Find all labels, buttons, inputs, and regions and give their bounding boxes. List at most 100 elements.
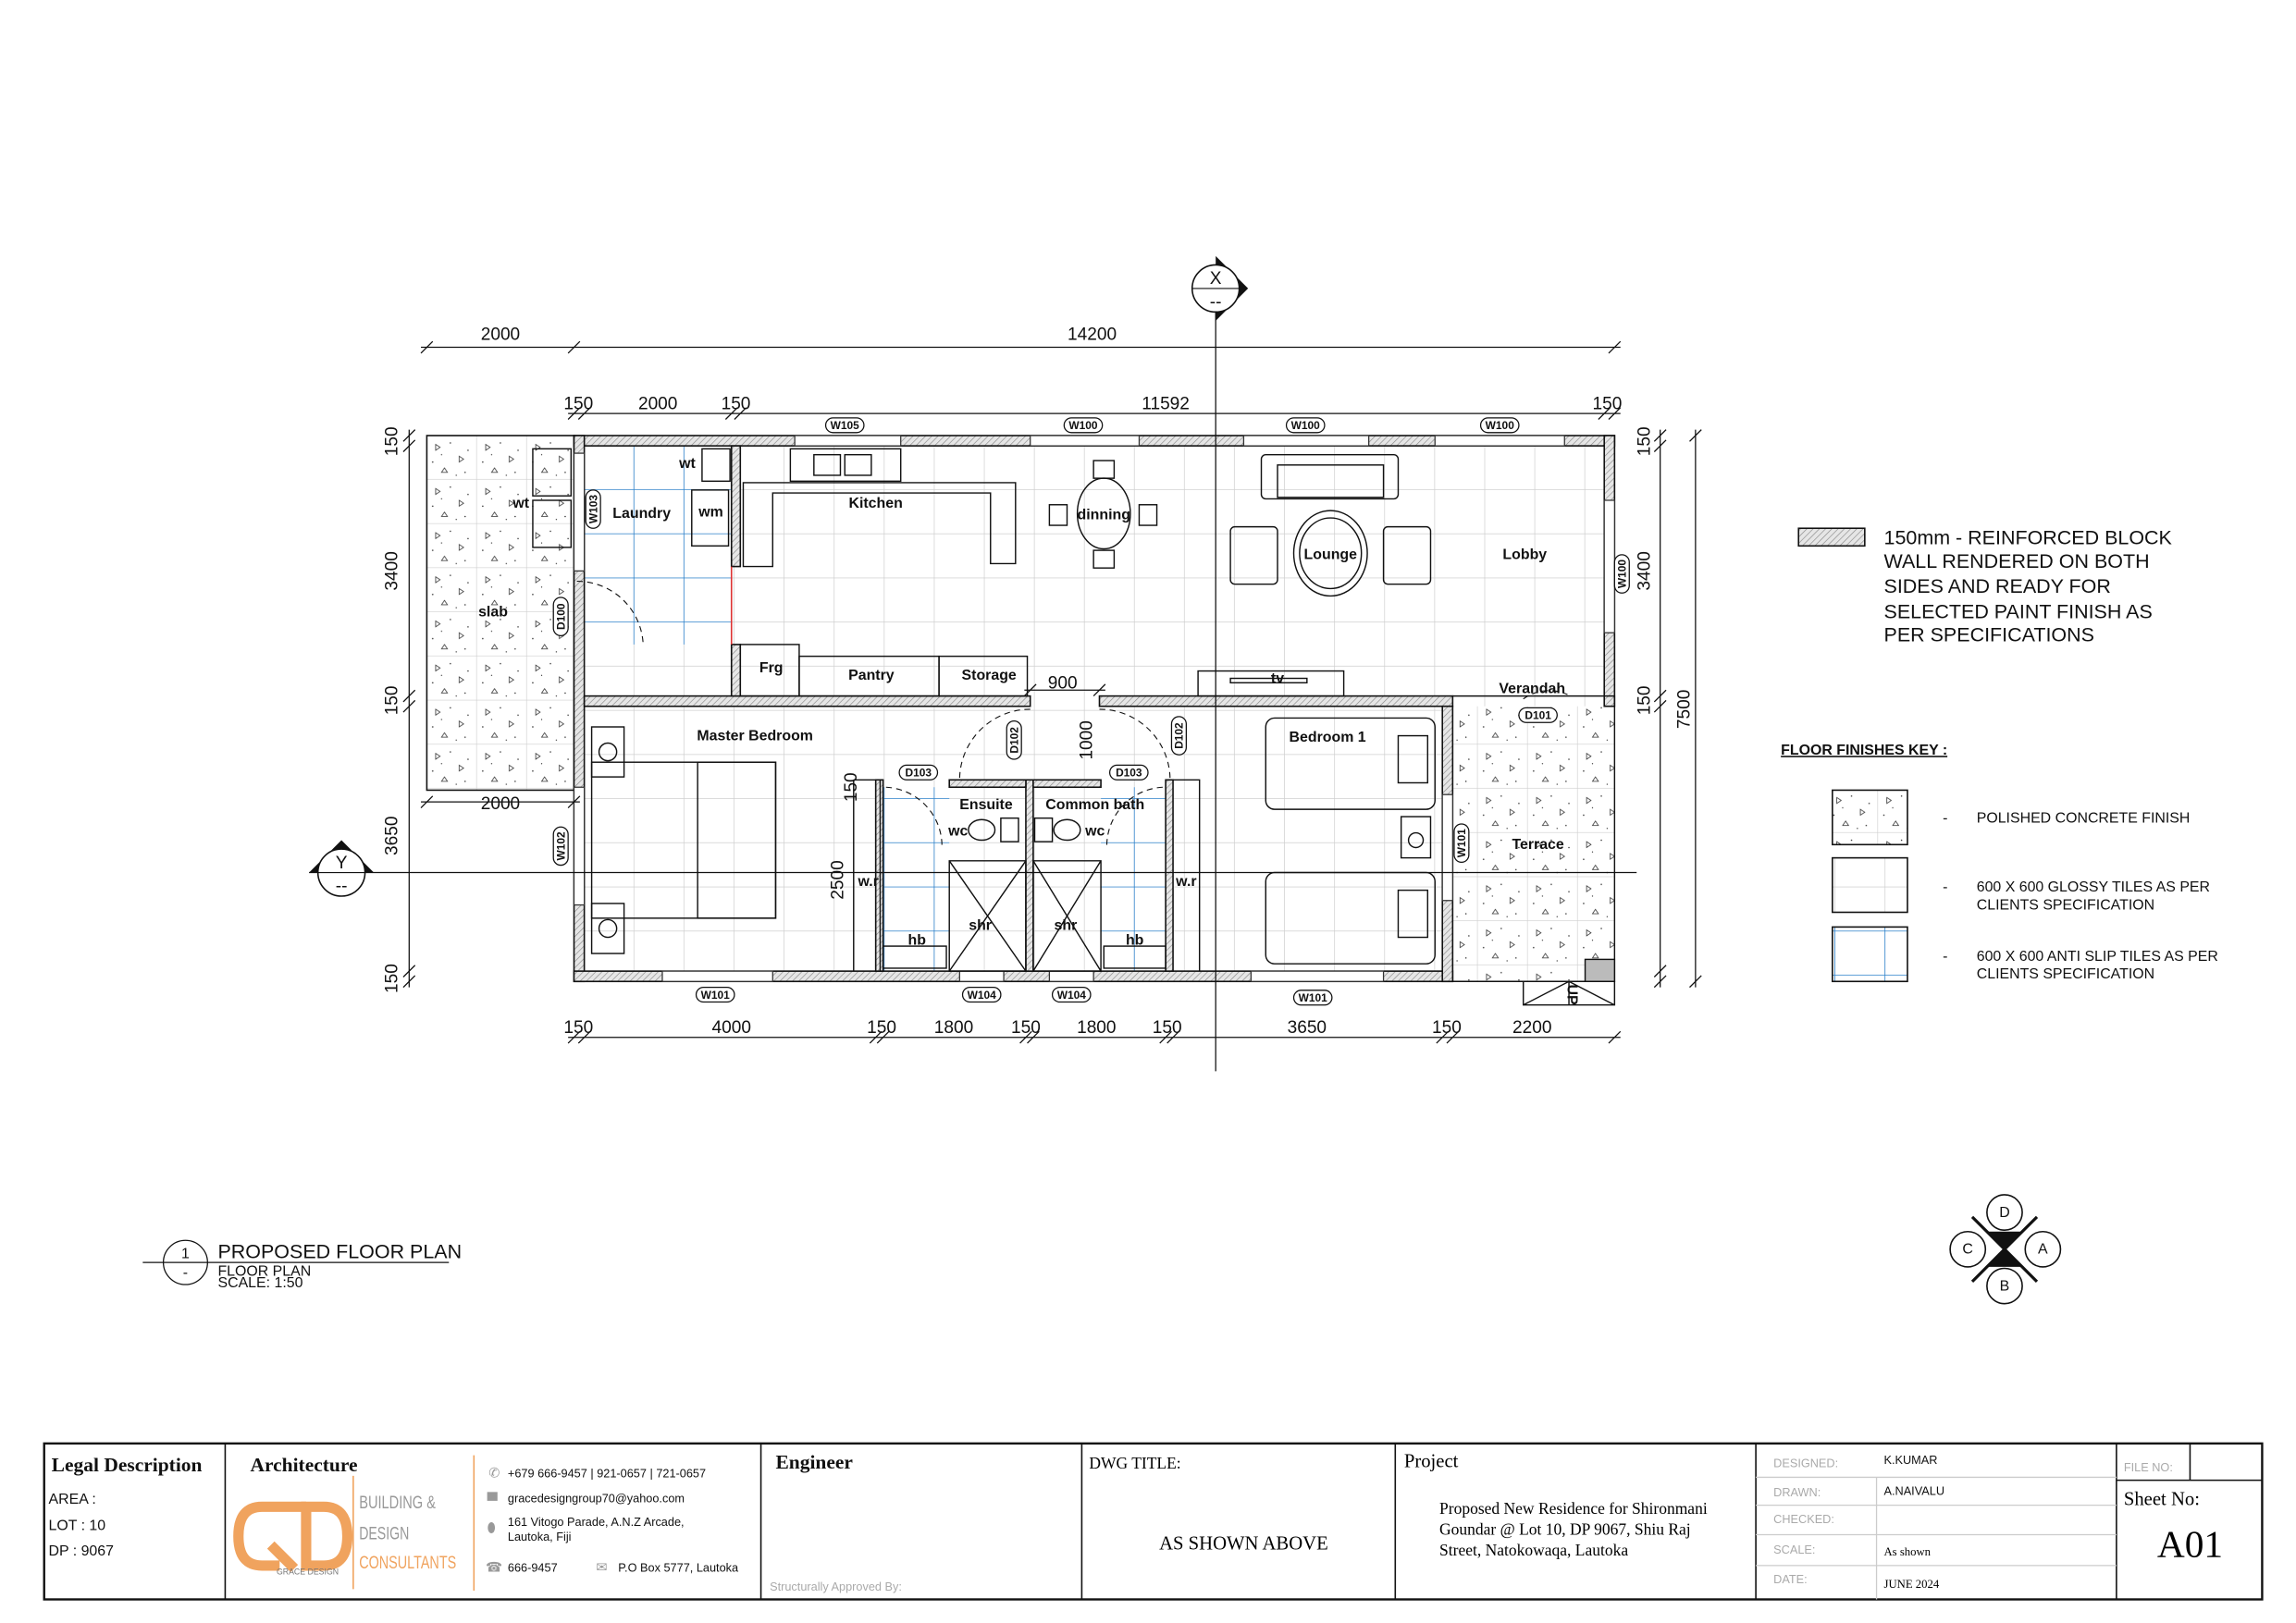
location-icon: ⬮ bbox=[488, 1520, 496, 1535]
logo-tagline: CONSULTANTS bbox=[359, 1554, 456, 1573]
section-marker-y[interactable]: Y -- bbox=[309, 840, 375, 897]
dim-right: 150 bbox=[1636, 426, 1655, 456]
dimension-tick bbox=[402, 429, 416, 442]
washtub bbox=[701, 448, 731, 483]
key-concrete: POLISHED CONCRETE FINISH bbox=[1977, 810, 2191, 826]
plan-number: 1 bbox=[181, 1246, 190, 1261]
dim-bottom: 150 bbox=[867, 1018, 896, 1038]
dim-bottom: 150 bbox=[1153, 1018, 1182, 1038]
dimension-labels: 2000 14200 150 2000 150 11592 150 150 34… bbox=[383, 326, 1695, 1038]
glossy-tile-swatch bbox=[1832, 856, 1908, 914]
shower bbox=[1032, 860, 1102, 972]
label-handbasin: hb bbox=[907, 932, 926, 948]
section-marker-x[interactable]: X -- bbox=[1191, 255, 1249, 321]
elevation-compass: D A B C bbox=[1949, 1194, 2062, 1305]
key-dash: - bbox=[1943, 879, 1947, 895]
wardrobe bbox=[853, 779, 882, 972]
door-swings bbox=[576, 580, 1568, 846]
dim-top-14200: 14200 bbox=[1068, 326, 1117, 345]
dimension-tick bbox=[1608, 340, 1622, 354]
dimension-tick bbox=[1689, 429, 1702, 442]
compass-b: B bbox=[2000, 1278, 2010, 1294]
tag-label: W104 bbox=[968, 989, 997, 1002]
section-y-label: Y bbox=[336, 854, 348, 873]
dwg-title: AS SHOWN ABOVE bbox=[1159, 1533, 1328, 1554]
slab-floor bbox=[426, 435, 575, 792]
architecture-heading: Architecture bbox=[250, 1454, 357, 1476]
tag-label: W100 bbox=[1486, 419, 1515, 432]
tag-label: W105 bbox=[831, 419, 860, 432]
label-wardrobe: w.r bbox=[858, 874, 879, 890]
dim-left: 150 bbox=[383, 426, 402, 456]
tag-label: W101 bbox=[701, 989, 731, 1002]
tv-unit bbox=[1197, 670, 1345, 697]
floor-finishes-key: FLOOR FINISHES KEY : - - - POLISHED CONC… bbox=[1781, 743, 2218, 982]
wall-hatch-swatch bbox=[1797, 527, 1866, 547]
tag-w103: W103 bbox=[585, 489, 601, 529]
tag-w101: W101 bbox=[1453, 823, 1470, 864]
storage-cupboard bbox=[938, 655, 1029, 697]
tag-d103: D103 bbox=[898, 764, 939, 781]
section-y-sheet: -- bbox=[336, 877, 348, 896]
room-labels: Laundry Kitchen dinning Lounge Lobby sla… bbox=[478, 456, 1579, 1005]
tag-label: D102 bbox=[1008, 727, 1021, 754]
dimension-tick bbox=[1653, 965, 1667, 977]
label-wc: wc bbox=[1084, 824, 1105, 840]
wall-legend-line: WALL RENDERED ON BOTH bbox=[1884, 550, 2150, 572]
legal-area: AREA : bbox=[49, 1492, 96, 1507]
steps bbox=[1522, 980, 1616, 1006]
plan-title: 1 - PROPOSED FLOOR PLAN FLOOR PLAN SCALE… bbox=[142, 1239, 462, 1291]
room-tv: tv bbox=[1271, 670, 1284, 686]
armchair bbox=[1229, 525, 1278, 585]
dimension-tick bbox=[1027, 1030, 1040, 1044]
dimension-tick bbox=[1023, 683, 1037, 697]
plan-title-text: PROPOSED FLOOR PLAN bbox=[217, 1240, 462, 1262]
tag-label: W101 bbox=[1299, 991, 1328, 1004]
dim-right-overall: 7500 bbox=[1674, 690, 1694, 729]
windows bbox=[573, 435, 1615, 982]
dim-bottom: 1800 bbox=[934, 1018, 973, 1038]
dimension-tick bbox=[1653, 439, 1667, 452]
mailbox-icon: ✉ bbox=[596, 1560, 607, 1575]
washing-machine bbox=[691, 489, 730, 547]
tag-label: D102 bbox=[1173, 722, 1186, 749]
tag-d103: D103 bbox=[1108, 764, 1149, 781]
contact-email: gracedesigngroup70@yahoo.com bbox=[508, 1491, 685, 1505]
handbasin bbox=[882, 945, 947, 969]
logo-tagline: DESIGN bbox=[359, 1524, 409, 1543]
key-antislip: 600 X 600 ANTI SLIP TILES AS PER bbox=[1977, 949, 2218, 965]
tag-w101: W101 bbox=[695, 986, 735, 1003]
room-common-bath: Common bath bbox=[1045, 797, 1144, 813]
dim-top-2000: 2000 bbox=[481, 326, 520, 345]
tag-w100: W100 bbox=[1479, 417, 1520, 434]
engineer-heading: Engineer bbox=[775, 1451, 853, 1473]
legal-heading: Legal Description bbox=[52, 1454, 203, 1476]
coffee-table bbox=[1292, 510, 1368, 597]
section-x-sheet: -- bbox=[1210, 293, 1222, 313]
dim-inner: 2000 bbox=[638, 394, 677, 413]
checked-label: CHECKED: bbox=[1773, 1512, 1834, 1526]
label-shower: shr bbox=[1055, 918, 1078, 934]
dimension-tick bbox=[724, 407, 738, 420]
compass-d: D bbox=[1999, 1205, 2010, 1221]
scale-label: SCALE: bbox=[1773, 1543, 1815, 1556]
furniture bbox=[532, 448, 1616, 1006]
label-up: UP bbox=[1563, 985, 1579, 1005]
label-wc: wc bbox=[947, 824, 968, 840]
dim-bottom: 150 bbox=[1011, 1018, 1041, 1038]
dimension-tick bbox=[420, 795, 434, 808]
dim-hall-depth: 1000 bbox=[1078, 720, 1097, 759]
key-glossy: 600 X 600 GLOSSY TILES AS PER bbox=[1977, 879, 2210, 895]
dimension-tick bbox=[734, 407, 747, 420]
tag-label: W102 bbox=[554, 831, 567, 861]
drawn-value: A.NAIVALU bbox=[1884, 1484, 1945, 1498]
room-pantry: Pantry bbox=[848, 668, 895, 683]
room-storage: Storage bbox=[962, 668, 1017, 683]
tag-w101: W101 bbox=[1292, 990, 1333, 1006]
drawn-label: DRAWN: bbox=[1773, 1485, 1821, 1499]
tag-w100: W100 bbox=[1285, 417, 1326, 434]
key-glossy: CLIENTS SPECIFICATION bbox=[1977, 897, 2154, 913]
phone-icon: ✆ bbox=[488, 1466, 500, 1481]
tag-label: W100 bbox=[1068, 419, 1098, 432]
